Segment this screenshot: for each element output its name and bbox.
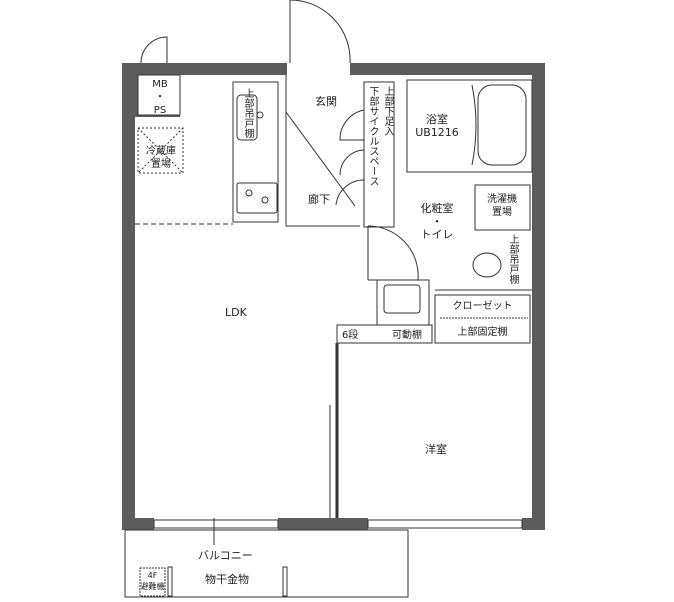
toilet-room-text: 化粧室 — [420, 202, 454, 215]
fridge-text: 冷蔵庫 — [146, 146, 176, 157]
toilet-cabinet-label: 上部吊戸棚 — [507, 234, 518, 284]
kitchen-counter — [232, 81, 279, 223]
mb-ps-label: MB ・ PS — [145, 78, 175, 117]
closet-label: クローゼット — [452, 301, 513, 312]
bath-size-text: UB1216 — [415, 126, 459, 139]
shelf-left-label: 6段 — [342, 330, 359, 341]
hatch-text: 避難機 — [140, 582, 165, 591]
mb-door — [140, 36, 168, 64]
washer-place-text: 置場 — [492, 207, 512, 218]
fridge-space — [137, 127, 184, 174]
window-ldk — [153, 519, 279, 529]
shoe-storage-label-top: 上部下足入 — [382, 86, 393, 136]
washer-text: 洗濯機 — [487, 194, 517, 205]
movable-shelf — [336, 324, 433, 344]
western-room-label: 洋室 — [425, 443, 447, 456]
shelf-unit — [376, 279, 430, 326]
toilet-text: トイレ — [420, 228, 454, 241]
balcony-label: バルコニー — [198, 549, 253, 562]
bath-text: 浴室 — [426, 113, 448, 126]
hatch-floor-text: 4F — [147, 571, 158, 580]
mb-ps-box — [137, 74, 181, 116]
hatch — [139, 567, 166, 597]
mb-sep: ・ — [155, 92, 165, 103]
washer-space — [474, 184, 531, 231]
walls — [122, 63, 545, 530]
window-western — [367, 519, 523, 529]
bath-unit — [406, 79, 533, 173]
toilet-sep: ・ — [431, 215, 443, 228]
balcony-area — [124, 529, 409, 598]
toilet-label: 化粧室 ・ トイレ — [412, 202, 462, 241]
fridge-place-text: 置場 — [151, 159, 171, 170]
drying-hardware-label: 物干金物 — [205, 573, 249, 586]
stove — [236, 182, 278, 214]
closet-shelf-label: 上部固定棚 — [457, 327, 508, 338]
shoe-storage-label-bottom: 下部サイクルスペース — [367, 86, 378, 186]
toilet-door — [367, 225, 419, 281]
shelf-right-label: 可動棚 — [392, 330, 422, 341]
mb-text: MB — [152, 79, 168, 90]
sink — [236, 94, 258, 141]
entrance-label: 玄関 — [315, 95, 337, 108]
bath-label: 浴室 UB1216 — [412, 113, 462, 139]
bathtub — [477, 84, 527, 166]
ldk-label: LDK — [225, 306, 247, 319]
ps-text: PS — [153, 105, 167, 116]
hatch-label: 4F 避難機 — [139, 570, 166, 592]
washer-label: 洗濯機 置場 — [477, 193, 527, 219]
hallway-label: 廊下 — [308, 193, 330, 206]
entrance-door — [289, 0, 351, 64]
fridge-label: 冷蔵庫 置場 — [140, 145, 182, 171]
toilet — [472, 252, 502, 278]
kitchen-cabinet-label: 上部吊戸棚 — [242, 88, 253, 138]
closet — [434, 294, 531, 344]
